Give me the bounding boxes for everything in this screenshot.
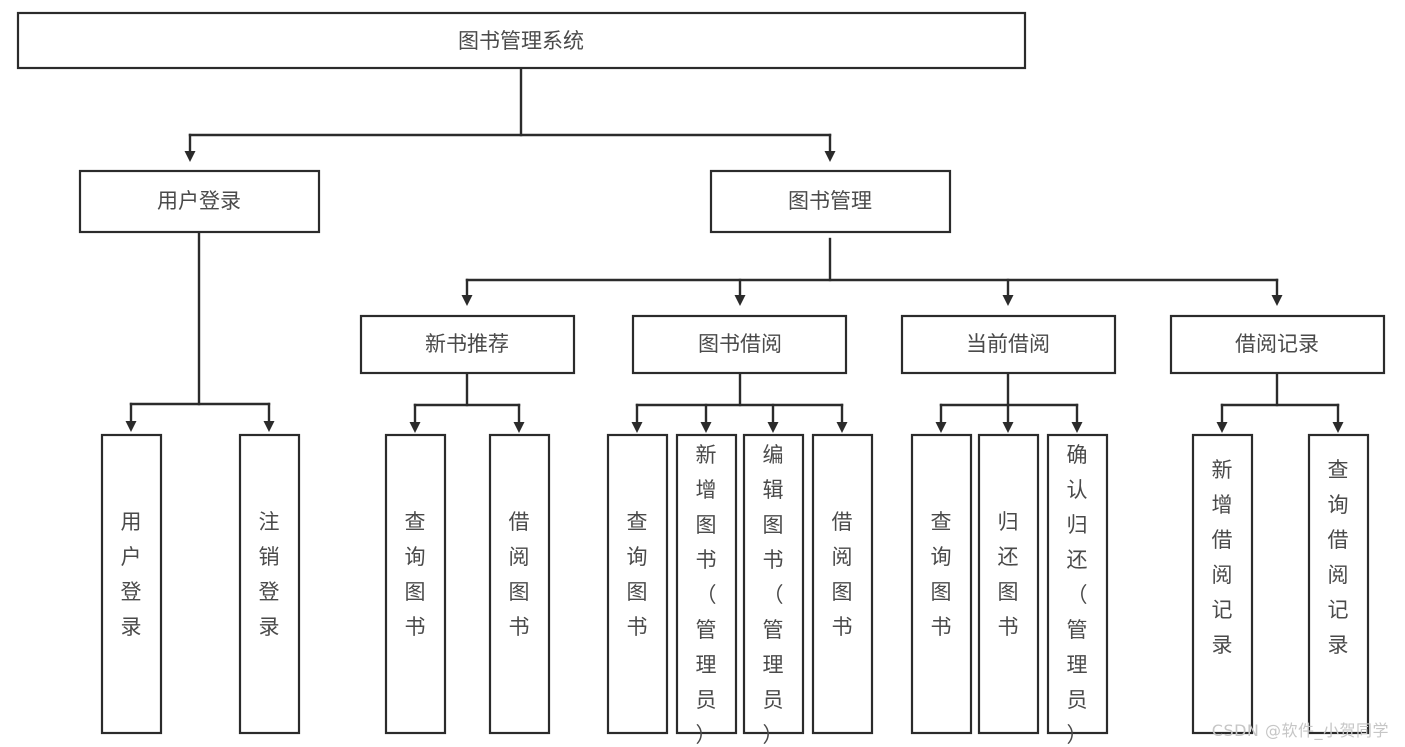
node-leaf-confirm-return-box[interactable] [1046, 433, 1109, 735]
node-current-borrow-box[interactable] [900, 314, 1117, 375]
node-leaf-return-book-box[interactable] [977, 433, 1040, 735]
node-book-manage-label: 图书管理 [788, 189, 872, 213]
node-leaf-user-login-label: 用户登录 [121, 510, 142, 639]
node-borrow-record-label: 借阅记录 [1235, 332, 1319, 356]
node-root-label: 图书管理系统 [458, 29, 584, 53]
node-leaf-return-book[interactable]: 归还图书 [977, 433, 1040, 735]
node-leaf-query-book-3-box[interactable] [910, 433, 973, 735]
node-new-book-recommend-label: 新书推荐 [425, 332, 509, 356]
node-leaf-borrow-book-2-label: 借阅图书 [832, 510, 853, 639]
node-current-borrow[interactable]: 当前借阅 [900, 314, 1117, 375]
csdn-watermark: CSDN @软件_小贺同学 [1211, 721, 1389, 740]
node-leaf-return-book-label: 归还图书 [998, 510, 1019, 639]
node-leaf-user-login[interactable]: 用户登录 [100, 433, 163, 735]
node-book-manage[interactable]: 图书管理 [709, 169, 952, 234]
node-leaf-add-book[interactable]: 新增图书（管理员） [675, 433, 738, 747]
node-leaf-query-book-2[interactable]: 查询图书 [606, 433, 669, 735]
node-leaf-query-book-3-label: 查询图书 [931, 510, 952, 639]
node-leaf-query-record-box[interactable] [1307, 433, 1370, 735]
node-root-box[interactable] [16, 11, 1027, 70]
node-borrow-record-box[interactable] [1169, 314, 1386, 375]
node-leaf-add-record[interactable]: 新增借阅记录 [1191, 433, 1254, 735]
node-leaf-add-book-label: 新增图书（管理员） [696, 443, 717, 747]
node-leaf-edit-book-label: 编辑图书（管理员） [763, 443, 784, 747]
connectors-book-borrow-to-leaves [631, 371, 848, 433]
node-new-book-recommend[interactable]: 新书推荐 [359, 314, 576, 375]
node-leaf-borrow-book-2[interactable]: 借阅图书 [811, 433, 874, 735]
node-leaf-query-record-label: 查询借阅记录 [1328, 458, 1349, 657]
node-leaf-edit-book-box[interactable] [742, 433, 805, 735]
node-leaf-query-book-3[interactable]: 查询图书 [910, 433, 973, 735]
node-leaf-borrow-book-2-box[interactable] [811, 433, 874, 735]
node-leaf-query-book-2-label: 查询图书 [627, 510, 648, 639]
connectors-new-book-recommend-to-leaves [409, 371, 525, 433]
connectors-book-manage-to-level2 [461, 237, 1283, 306]
node-leaf-query-book-1-label: 查询图书 [405, 510, 426, 639]
node-borrow-record[interactable]: 借阅记录 [1169, 314, 1386, 375]
node-new-book-recommend-box[interactable] [359, 314, 576, 375]
node-leaf-logout-box[interactable] [238, 433, 301, 735]
node-leaf-logout[interactable]: 注销登录 [238, 433, 301, 735]
node-leaf-query-book-1[interactable]: 查询图书 [384, 433, 447, 735]
node-book-manage-box[interactable] [709, 169, 952, 234]
connectors-root-to-level1 [184, 66, 836, 162]
node-leaf-add-book-box[interactable] [675, 433, 738, 735]
connectors-user-login-to-leaves [125, 230, 275, 432]
node-leaf-add-record-label: 新增借阅记录 [1212, 458, 1233, 657]
node-book-borrow[interactable]: 图书借阅 [631, 314, 848, 375]
node-leaf-query-book-1-box[interactable] [384, 433, 447, 735]
node-leaf-confirm-return-label: 确认归还（管理员） [1067, 443, 1088, 747]
node-user-login-label: 用户登录 [157, 189, 241, 213]
node-leaf-borrow-book-1-label: 借阅图书 [509, 510, 530, 639]
node-user-login[interactable]: 用户登录 [78, 169, 321, 234]
connectors-current-borrow-to-leaves [935, 371, 1083, 433]
node-leaf-logout-label: 注销登录 [259, 510, 280, 639]
connectors-borrow-record-to-leaves [1216, 371, 1344, 433]
node-leaf-borrow-book-1[interactable]: 借阅图书 [488, 433, 551, 735]
node-leaf-user-login-box[interactable] [100, 433, 163, 735]
node-leaf-edit-book[interactable]: 编辑图书（管理员） [742, 433, 805, 747]
node-leaf-borrow-book-1-box[interactable] [488, 433, 551, 735]
node-leaf-confirm-return[interactable]: 确认归还（管理员） [1046, 433, 1109, 747]
node-root[interactable]: 图书管理系统 [16, 11, 1027, 70]
node-leaf-query-record[interactable]: 查询借阅记录 [1307, 433, 1370, 735]
node-leaf-query-book-2-box[interactable] [606, 433, 669, 735]
node-current-borrow-label: 当前借阅 [966, 332, 1050, 356]
node-user-login-box[interactable] [78, 169, 321, 234]
node-book-borrow-box[interactable] [631, 314, 848, 375]
node-book-borrow-label: 图书借阅 [698, 332, 782, 356]
node-leaf-add-record-box[interactable] [1191, 433, 1254, 735]
